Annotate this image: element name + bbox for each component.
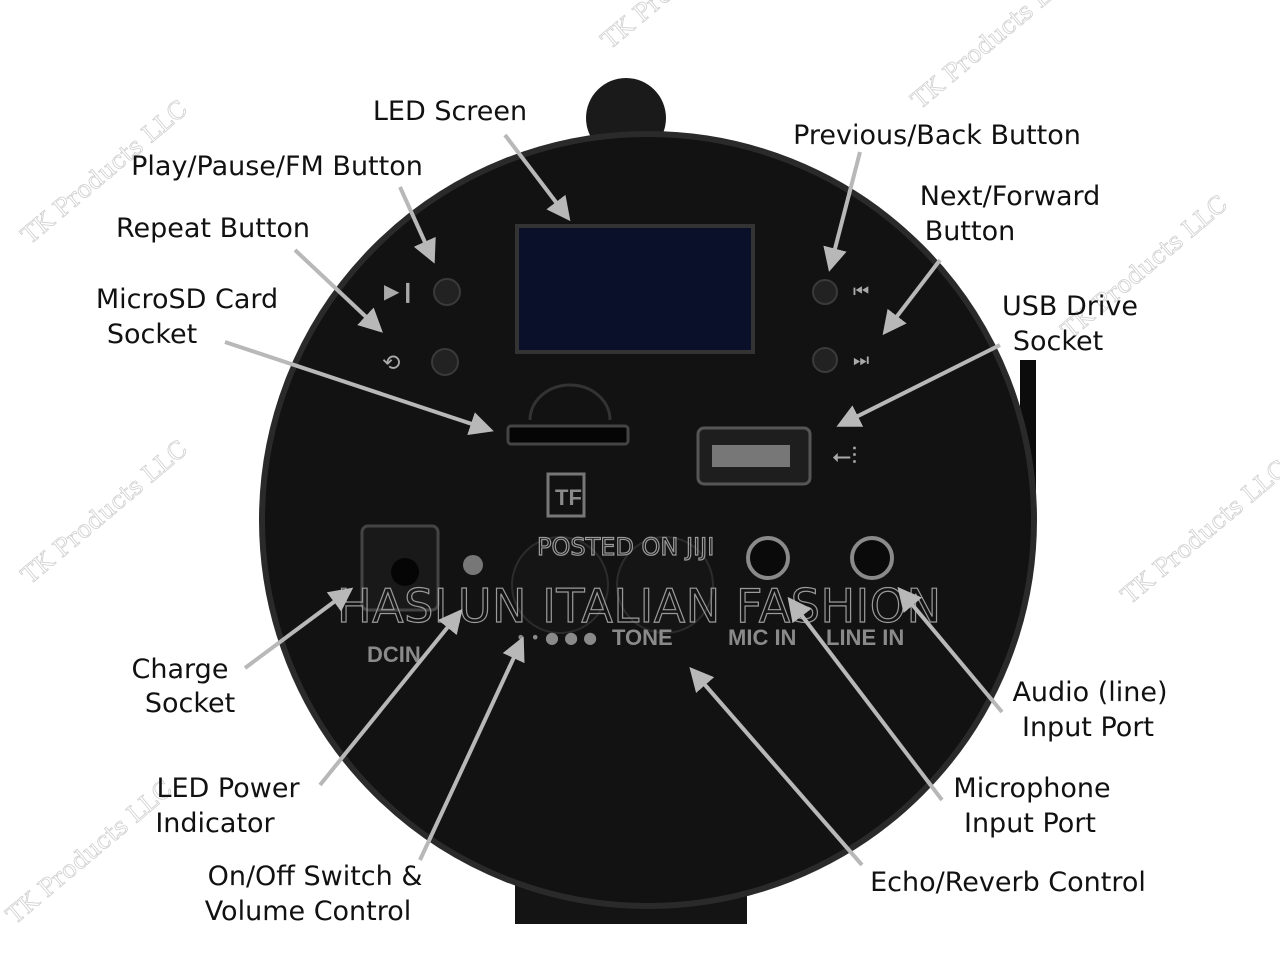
- play-pause-button[interactable]: [433, 278, 461, 306]
- tf-icon: [546, 472, 586, 518]
- next-icon: ⏭: [853, 350, 869, 371]
- arrow-microsd: [224, 340, 494, 436]
- label-next: Next/Forward: [920, 181, 1101, 212]
- microsd-slot[interactable]: [506, 424, 630, 446]
- label-audio: Input Port: [1022, 712, 1154, 743]
- label-led-screen: LED Screen: [373, 96, 527, 127]
- tone-label: TONE: [612, 625, 673, 650]
- arrow-led-power: [318, 608, 463, 787]
- label-charge: Charge: [132, 654, 229, 685]
- tone-knob[interactable]: [616, 536, 714, 634]
- callout-labels: LED Screen Play/Pause/FM Button Repeat B…: [96, 96, 1168, 927]
- mic-in-label: MIC IN: [728, 625, 796, 650]
- watermark-text: TK Products LLC: [1, 775, 178, 930]
- label-usb: USB Drive: [1002, 291, 1138, 322]
- next-button[interactable]: [812, 347, 838, 373]
- label-led-power: Indicator: [155, 808, 275, 839]
- label-mic: Microphone: [953, 773, 1110, 804]
- label-audio: Audio (line): [1012, 677, 1167, 708]
- arrow-audio: [897, 586, 1004, 714]
- play-pause-icon: ▶❙: [384, 279, 416, 303]
- arrow-next: [882, 258, 942, 336]
- label-microsd: Socket: [107, 319, 197, 350]
- label-mic: Input Port: [964, 808, 1096, 839]
- label-play-pause: Play/Pause/FM Button: [131, 151, 423, 182]
- arrow-onoff: [418, 636, 525, 861]
- arrow-repeat: [293, 248, 383, 333]
- line-in-label: LINE IN: [826, 625, 904, 650]
- dcin-label: DCIN: [367, 642, 421, 667]
- label-onoff: On/Off Switch &: [208, 861, 423, 892]
- device-face: [262, 134, 1034, 906]
- arrow-play-pause: [398, 186, 436, 264]
- line-in-jack[interactable]: [850, 536, 894, 580]
- mic-in-jack[interactable]: [746, 536, 790, 580]
- label-usb: Socket: [1013, 326, 1103, 357]
- label-led-power: LED Power: [156, 773, 300, 804]
- watermark-text: TK Products LLC: [596, 0, 773, 55]
- arrow-charge: [243, 587, 354, 670]
- arrow-usb: [836, 343, 1001, 427]
- arrow-echo: [689, 666, 864, 867]
- watermark-posted: POSTED ON JIJI: [537, 533, 714, 561]
- watermark-haslun: HASLUN ITALIAN FASHION: [337, 579, 941, 633]
- label-next: Button: [925, 216, 1015, 247]
- led-screen: [515, 224, 755, 354]
- label-repeat: Repeat Button: [116, 213, 310, 244]
- label-onoff: Volume Control: [205, 896, 412, 927]
- label-charge: Socket: [145, 688, 235, 719]
- usb-icon: ⭠⫶: [832, 442, 857, 470]
- arrow-mic: [787, 596, 944, 802]
- repeat-icon: ⟲: [382, 351, 400, 376]
- previous-button[interactable]: [812, 279, 838, 305]
- watermark-text: TK Products LLC: [16, 435, 193, 590]
- label-previous: Previous/Back Button: [793, 120, 1081, 151]
- label-microsd: MicroSD Card: [96, 284, 278, 315]
- led-power-indicator: [463, 555, 483, 575]
- previous-icon: ⏮: [853, 281, 869, 302]
- watermark-text: TK Products LLC: [1116, 455, 1280, 610]
- callout-arrows: [224, 133, 1004, 867]
- label-echo: Echo/Reverb Control: [870, 867, 1146, 898]
- arrow-previous: [823, 151, 862, 272]
- repeat-button[interactable]: [431, 348, 459, 376]
- volume-knob[interactable]: [511, 536, 609, 634]
- arrow-led-screen: [503, 133, 571, 222]
- tf-label: TF: [555, 485, 582, 510]
- volume-dots-icon: • • ● ● ●: [516, 628, 597, 647]
- watermark-text: TK Products LLC: [906, 0, 1083, 115]
